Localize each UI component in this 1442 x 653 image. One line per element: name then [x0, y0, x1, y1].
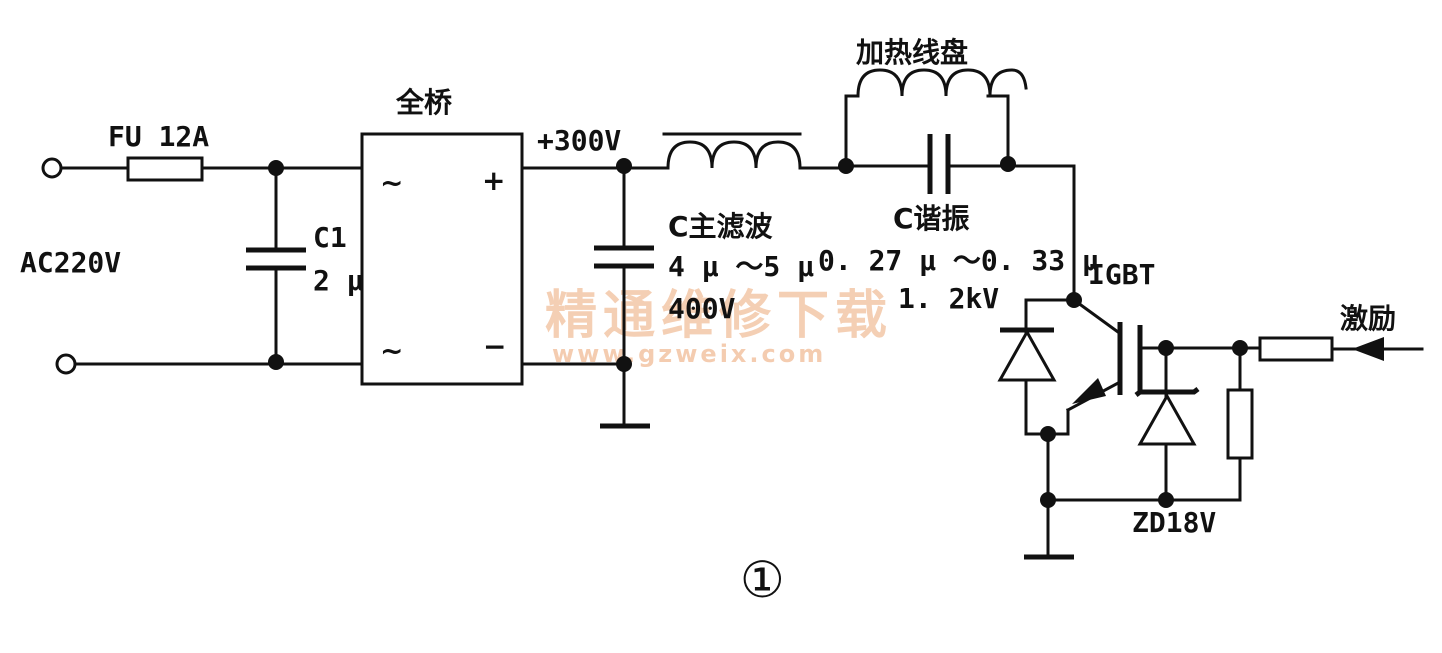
main-filter-value-label: 4 μ ～5 μ [668, 250, 814, 283]
ac-input-label: AC220V [20, 246, 121, 279]
bridge-rectifier-box [360, 132, 524, 386]
node-coil-right [1000, 156, 1016, 172]
figure-number: ① [740, 551, 785, 609]
igbt-emitter-arrow [1072, 378, 1106, 404]
igbt-label: IGBT [1088, 258, 1155, 291]
drive-label: 激励 [1340, 302, 1396, 335]
resonant-cap-voltage-label: 1. 2kV [898, 282, 999, 315]
c1-value-label: 2 μ [313, 264, 364, 297]
fuse-label: FU 12A [108, 120, 209, 153]
fuse-symbol [126, 156, 204, 182]
drive-arrow-icon [1352, 337, 1384, 361]
c1-name-label: C1 [313, 221, 347, 254]
zener-bar [1134, 387, 1200, 397]
bridge-label: 全桥 [395, 86, 452, 119]
ac-terminal-top [41, 157, 63, 179]
watermark-text: 精通维修下载 [545, 286, 893, 346]
dc-bus-label: +300V [537, 124, 621, 157]
heating-coil-label: 加热线盘 [856, 36, 968, 69]
gate-pulldown-resistor [1226, 388, 1254, 460]
ac-terminal-bottom [55, 353, 77, 375]
bridge-ac-bottom-symbol: ~ [380, 334, 403, 367]
gate-series-resistor [1258, 336, 1334, 362]
bridge-plus-symbol: + [482, 164, 505, 197]
bridge-minus-symbol: − [483, 330, 506, 363]
resonant-cap-value-label: 0. 27 μ ～0. 33 μ [818, 244, 1099, 277]
bridge-ac-top-symbol: ~ [380, 166, 403, 199]
main-filter-voltage-label: 400V [668, 292, 736, 325]
filter-choke-coil [666, 140, 802, 170]
resonant-cap-name-label: C谐振 [893, 202, 970, 235]
heating-coil-winding [856, 68, 1028, 98]
zener-triangle [1137, 392, 1197, 446]
main-filter-name-label: C主滤波 [668, 210, 774, 243]
igbt-collector-lead [1071, 297, 1121, 335]
freewheel-diode-triangle [997, 328, 1057, 382]
zener-label: ZD18V [1132, 506, 1216, 539]
